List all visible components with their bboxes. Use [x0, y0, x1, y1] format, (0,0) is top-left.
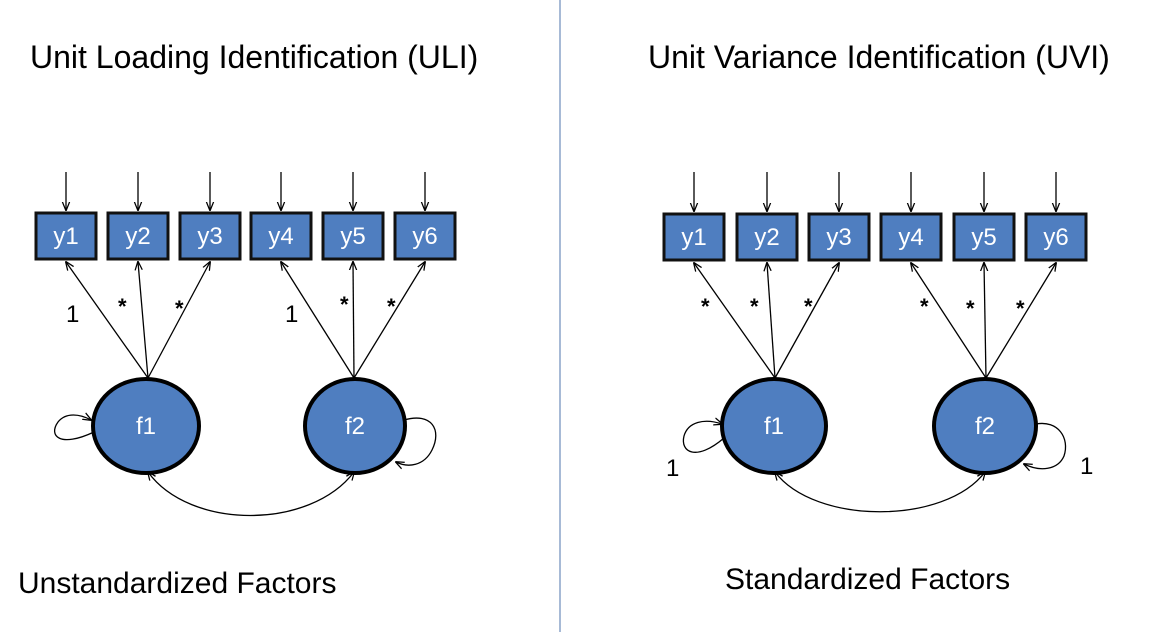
left-indicator-y2: y2: [106, 211, 170, 261]
right-indicator-y2: y2: [735, 212, 799, 262]
factor-label: f1: [764, 413, 784, 440]
right-loading-f2-y6: [985, 263, 1056, 379]
factor-label: f2: [975, 413, 995, 440]
indicator-box: [393, 211, 457, 261]
factor-ellipse: [303, 377, 407, 475]
indicator-label: y1: [53, 223, 78, 250]
right-indicator-y4: y4: [879, 212, 943, 262]
left-loading-f2-y5: [353, 262, 354, 379]
right-covariance-f1-f2: [775, 472, 985, 513]
right-variance-label-f2: 1: [1080, 453, 1093, 480]
right-panel: Unit Variance Identification (UVI) Stand…: [648, 39, 1110, 596]
indicator-label: y1: [681, 224, 706, 251]
right-loading-f1-y1: [694, 263, 776, 379]
indicator-box: [735, 212, 799, 262]
indicator-box: [178, 211, 242, 261]
indicator-box: [321, 211, 385, 261]
indicator-box: [952, 212, 1016, 262]
right-indicator-y1: y1: [662, 212, 726, 262]
factor-ellipse: [932, 377, 1038, 475]
left-variance-loop-f1: [53, 415, 95, 441]
right-variance-loop-f1: [682, 421, 725, 453]
left-loading-f2-y6: [353, 262, 425, 379]
left-indicator-y4: y4: [249, 211, 313, 261]
indicator-label: y3: [197, 223, 222, 250]
indicator-box: [34, 211, 98, 261]
right-factor-f2: f2: [932, 377, 1038, 475]
left-error-arrows: [66, 172, 425, 210]
right-loading-label-y3: *: [804, 294, 813, 319]
indicator-box: [807, 212, 871, 262]
indicator-box: [1024, 212, 1088, 262]
right-loading-f2-y4: [911, 263, 987, 379]
left-loading-label-y2: *: [118, 294, 127, 319]
right-panel-caption: Standardized Factors: [725, 563, 1010, 596]
left-loading-label-y4: 1: [285, 301, 298, 328]
indicator-box: [249, 211, 313, 261]
indicator-label: y5: [971, 224, 996, 251]
indicator-label: y5: [340, 223, 365, 250]
right-loading-f1-y3: [774, 263, 839, 379]
indicator-box: [662, 212, 726, 262]
right-loading-arrows: [694, 263, 1056, 379]
right-variance-label-f1: 1: [666, 455, 679, 482]
indicator-label: y6: [1043, 224, 1068, 251]
right-panel-title: Unit Variance Identification (UVI): [648, 39, 1110, 75]
right-loading-label-y4: *: [920, 294, 929, 319]
left-factor-f1: f1: [91, 377, 201, 475]
left-panel: Unit Loading Identification (ULI) Unstan…: [18, 39, 478, 600]
right-factor-f1: f1: [720, 377, 828, 475]
right-loading-f1-y2: [767, 263, 776, 379]
left-factor-f2: f2: [303, 377, 407, 475]
left-indicator-y3: y3: [178, 211, 242, 261]
left-loading-f2-y4: [281, 262, 355, 379]
right-variance-loop-f2: [1024, 422, 1067, 468]
right-loading-label-y2: *: [750, 294, 759, 319]
right-indicator-y6: y6: [1024, 212, 1088, 262]
right-loading-label-y5: *: [966, 296, 975, 321]
factor-ellipse: [91, 377, 201, 475]
factor-label: f2: [345, 413, 365, 440]
left-variance-loop-f2: [396, 417, 437, 465]
indicator-label: y3: [826, 224, 851, 251]
left-loading-label-y3: *: [175, 296, 184, 321]
left-loading-label-y6: *: [387, 294, 396, 319]
right-loading-label-y1: *: [701, 294, 710, 319]
right-error-arrows: [694, 172, 1056, 211]
indicator-label: y4: [268, 223, 293, 250]
right-loading-label-y6: *: [1016, 296, 1025, 321]
indicator-label: y2: [754, 224, 779, 251]
indicator-label: y6: [412, 223, 437, 250]
left-indicator-y5: y5: [321, 211, 385, 261]
left-loading-arrows: [66, 262, 425, 379]
left-indicator-y6: y6: [393, 211, 457, 261]
indicator-box: [106, 211, 170, 261]
left-indicator-y1: y1: [34, 211, 98, 261]
left-loading-f1-y2: [138, 262, 149, 379]
left-loading-f1-y3: [147, 262, 210, 379]
indicator-label: y2: [125, 223, 150, 250]
indicator-label: y4: [898, 224, 923, 251]
right-indicator-y3: y3: [807, 212, 871, 262]
factor-label: f1: [136, 413, 156, 440]
right-indicator-y5: y5: [952, 212, 1016, 262]
left-loading-label-y1: 1: [66, 301, 79, 328]
left-loading-f1-y1: [66, 262, 149, 379]
indicator-box: [879, 212, 943, 262]
right-loading-f2-y5: [984, 263, 986, 379]
left-panel-caption: Unstandardized Factors: [18, 567, 337, 600]
left-panel-title: Unit Loading Identification (ULI): [30, 39, 478, 75]
factor-ellipse: [720, 377, 828, 475]
left-covariance-f1-f2: [148, 472, 354, 516]
left-loading-label-y5: *: [340, 292, 349, 317]
